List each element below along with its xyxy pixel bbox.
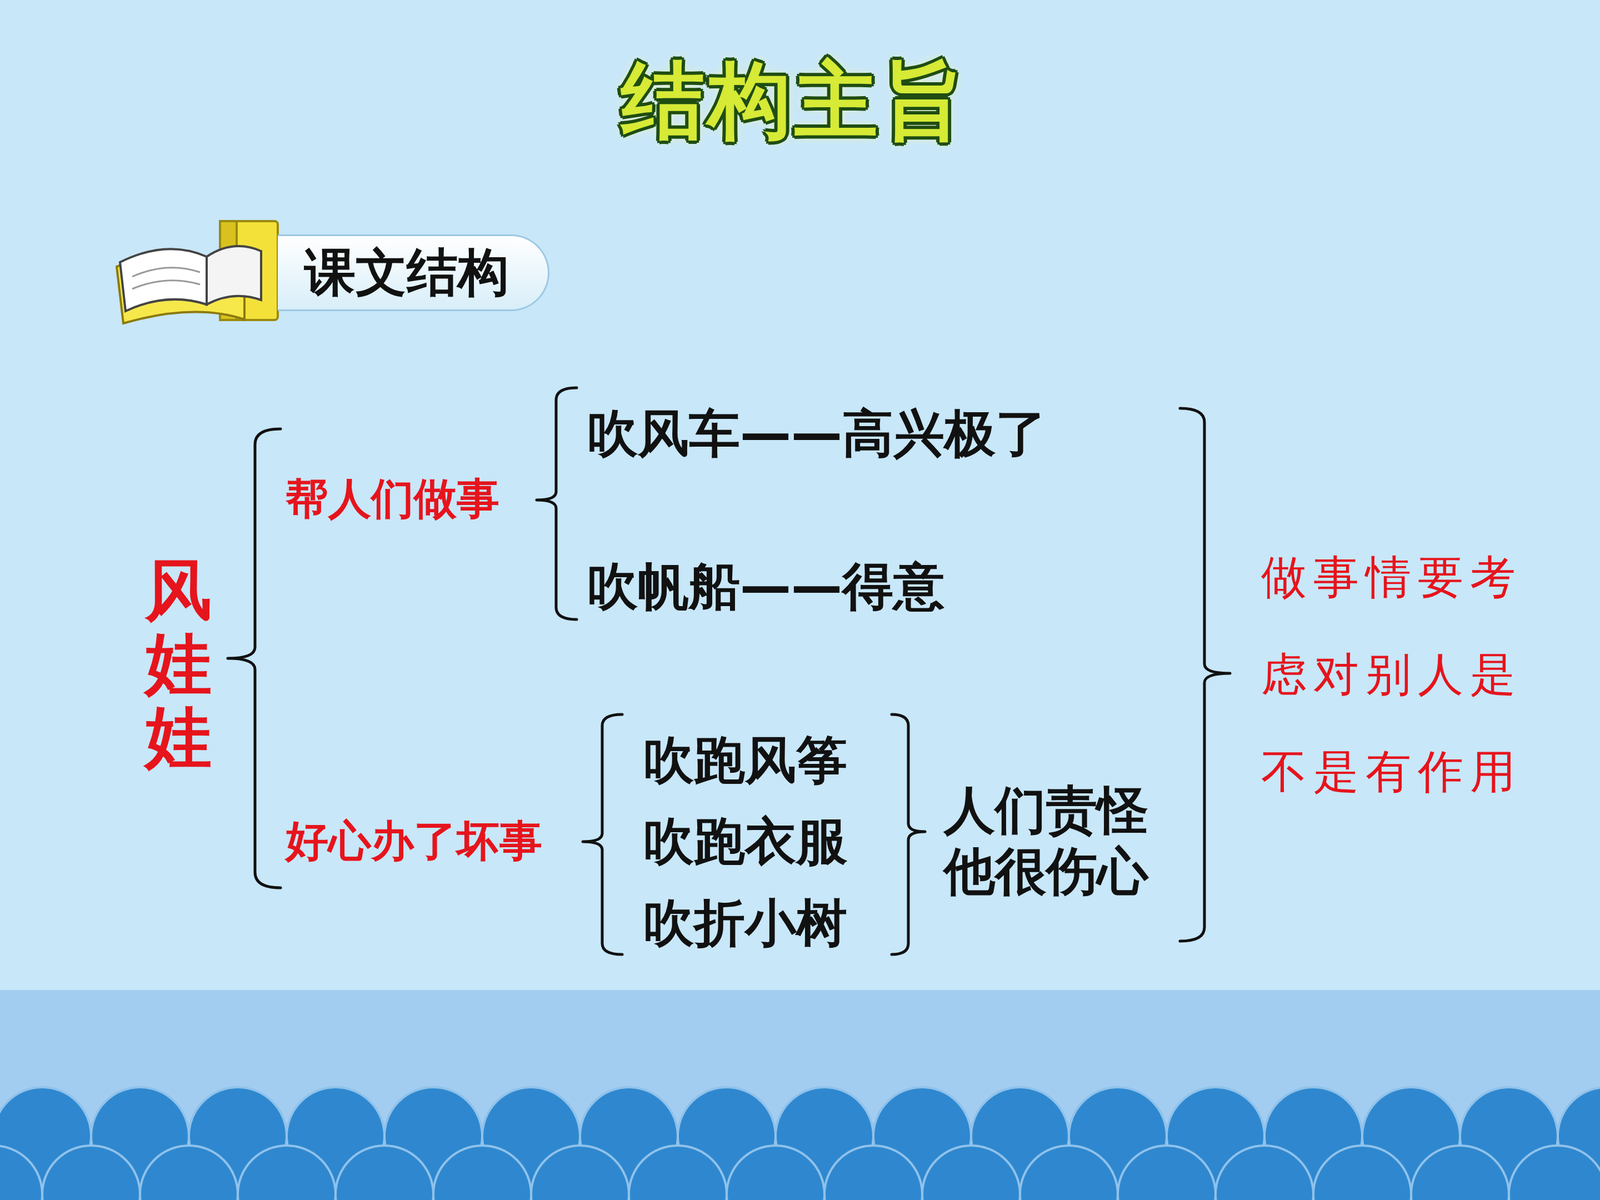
branch-label: 帮人们做事 [285, 473, 500, 525]
scallop [922, 1145, 1020, 1200]
result-label: 人们责怪 他很伤心 [943, 780, 1178, 903]
scallop [335, 1145, 434, 1200]
brace [536, 387, 577, 620]
scallop [1117, 1145, 1216, 1200]
scallop [42, 1145, 140, 1200]
scallop [824, 1145, 923, 1200]
topic-vertical: 风娃娃 [145, 553, 212, 774]
event-label: 吹跑风筝 [642, 730, 848, 792]
brace [227, 428, 281, 888]
scallop [1411, 1145, 1509, 1200]
scallop-row [0, 1087, 1600, 1200]
scallop [726, 1145, 825, 1200]
scallop [433, 1145, 532, 1200]
event-label: 吹风车——高兴极了 [586, 403, 1047, 465]
conclusion-text: 做事情要考虑对别人是不是有作用 [1261, 528, 1534, 820]
event-label: 吹折小树 [642, 892, 848, 954]
scallop [237, 1145, 336, 1200]
branch-label: 好心办了坏事 [285, 815, 543, 867]
scallop [1020, 1145, 1118, 1200]
brace [582, 714, 623, 955]
section-pill: 课文结构 [277, 234, 550, 312]
section-label: 课文结构 [304, 244, 509, 301]
brace [891, 714, 925, 955]
scallop [531, 1145, 629, 1200]
scallop [628, 1145, 727, 1200]
scallop [140, 1145, 238, 1200]
event-label: 吹帆船——得意 [586, 556, 945, 618]
scallop [1508, 1145, 1600, 1200]
scallop [1313, 1145, 1412, 1200]
event-label: 吹跑衣服 [642, 811, 848, 873]
scallop [1215, 1145, 1314, 1200]
brace [1180, 408, 1230, 942]
slide-title: 结构主旨 [0, 52, 1595, 149]
scallop [0, 1145, 43, 1200]
